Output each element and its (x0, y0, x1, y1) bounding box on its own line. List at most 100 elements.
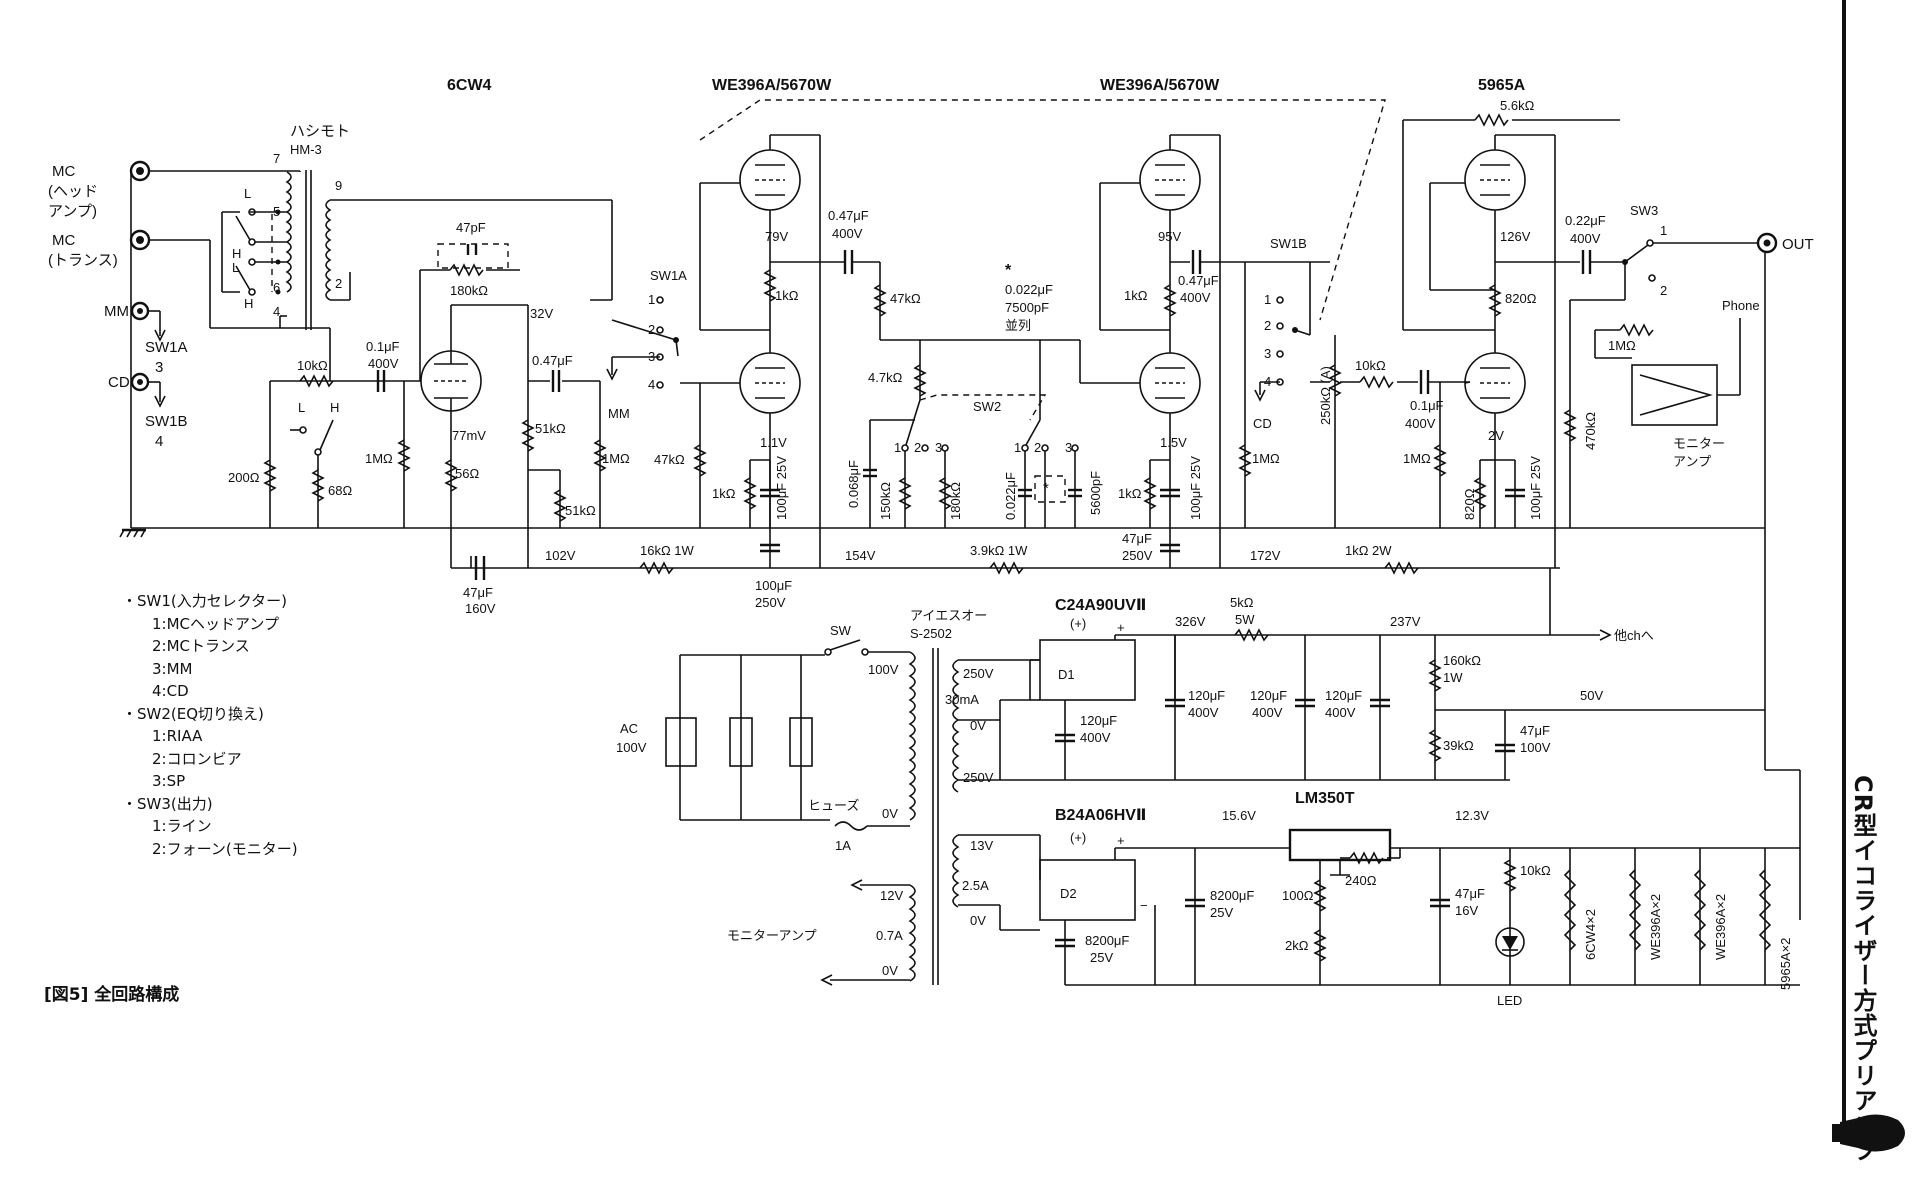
r51k-label: 51kΩ (535, 421, 566, 436)
svg-text:3: 3 (648, 349, 655, 364)
c100-25c-label: 100μF 25V (1528, 456, 1543, 520)
r180k-b-label: 180kΩ (948, 482, 963, 520)
monitor-amp-label-2: アンプ (1673, 454, 1711, 469)
mc-trans-label-1: MC (52, 232, 75, 249)
c5600-label: 5600pF (1088, 471, 1103, 515)
v2-cath-v: 1.1V (760, 435, 787, 450)
legend-sw3-item-2: 2:フォーン(モニター) (152, 839, 298, 858)
r180k-label: 180kΩ (450, 283, 488, 298)
c120d-label: 120μF (1325, 688, 1362, 703)
diode-d2 (1039, 859, 1136, 921)
legend-sw1-item-1: 1:MCヘッドアンプ (152, 614, 279, 633)
r10k-led-label: 10kΩ (1520, 863, 1551, 878)
tube-v2-label: WE396A/5670W (712, 77, 832, 94)
ac-label: AC (620, 721, 638, 736)
r47k-c-label: 4.7kΩ (868, 370, 903, 385)
lm350t-label: LM350T (1295, 790, 1355, 807)
monitor-amp-label-1: モニター (1673, 436, 1725, 451)
legend-sw1-title: ・SW1(入力セレクター) (122, 592, 288, 610)
d1-label: D1 (1058, 667, 1075, 682)
r100-label: 100Ω (1282, 888, 1314, 903)
c100-250-label: 100μF (755, 578, 792, 593)
monitor-amp-block (1631, 364, 1718, 426)
c47-160-label: 47μF (463, 585, 493, 600)
vr-250k-label: 250kΩ (A) (1318, 366, 1333, 425)
switch-legend: ・SW1(入力セレクター) 1:MCヘッドアンプ 2:MCトランス 3:MM 4… (122, 590, 298, 860)
legend-sw3-item-1: 1:ライン (152, 817, 212, 835)
legend-sw3-title: ・SW3(出力) (122, 794, 213, 813)
c47-100-v-label: 100V (1520, 740, 1551, 755)
svg-text:2: 2 (335, 276, 342, 291)
sw1b-label-in: SW1B (145, 413, 188, 430)
d2-plus2: + (1117, 833, 1125, 848)
r820b-label: 820Ω (1462, 488, 1477, 520)
tube-v3-label: WE396A/5670W (1100, 77, 1220, 94)
v3-plate-v: 95V (1158, 229, 1181, 244)
c8200a-v-label: 25V (1210, 905, 1233, 920)
ps-07a: 0.7A (876, 928, 903, 943)
r1m-b-label: 1MΩ (602, 451, 630, 466)
out-label: OUT (1782, 236, 1814, 253)
v1-cathode-v: 77mV (452, 428, 486, 443)
c120b-label: 120μF (1188, 688, 1225, 703)
svg-text:3: 3 (1264, 346, 1271, 361)
r1k-a-label: 1kΩ (775, 288, 799, 303)
c47-250-label: 47μF (1122, 531, 1152, 546)
svg-text:1: 1 (1264, 292, 1271, 307)
svg-text:*: * (1043, 480, 1049, 497)
svg-text:2: 2 (1264, 318, 1271, 333)
d2-plus: (+) (1070, 830, 1086, 845)
r51k-b-label: 51kΩ (565, 503, 596, 518)
d1-plus: (+) (1070, 616, 1086, 631)
transformer-maker: ハシモト (290, 123, 350, 140)
cd-out-label: CD (1253, 416, 1272, 431)
svg-text:2: 2 (648, 322, 655, 337)
r200-label: 200Ω (228, 470, 260, 485)
phone-label: Phone (1722, 298, 1760, 313)
d2-label: D2 (1060, 886, 1077, 901)
eq-note-star: * (1005, 262, 1012, 279)
svg-text:4: 4 (273, 304, 280, 319)
ps-30ma: 30mA (945, 692, 979, 707)
c01b-label: 0.1μF (1410, 398, 1444, 413)
c01-label: 0.1μF (366, 339, 400, 354)
d2-minus: − (1140, 898, 1148, 913)
v4-cath-v: 2V (1488, 428, 1504, 443)
c047c-label: 0.47μF (1178, 273, 1219, 288)
svg-text:2: 2 (914, 440, 921, 455)
sel-h1: H (232, 246, 241, 261)
c47-16-v-label: 16V (1455, 903, 1478, 918)
legend-sw2-item-1: 1:RIAA (152, 727, 203, 745)
tube-v1-label: 6CW4 (447, 77, 492, 94)
r150k-label: 150kΩ (878, 482, 893, 520)
svg-text:4: 4 (648, 377, 655, 392)
r47k-b-label: 47kΩ (890, 291, 921, 306)
c01b-v-label: 400V (1405, 416, 1436, 431)
legend-sw1-item-2: 2:MCトランス (152, 637, 250, 655)
mc-head-label-3: アンプ) (48, 203, 97, 220)
legend-sw1-item-4: 4:CD (152, 682, 189, 700)
c01-v-label: 400V (368, 356, 399, 371)
r1m-e-label: 1MΩ (1608, 338, 1636, 353)
svg-text:3: 3 (935, 440, 942, 455)
c047a-label: 0.47μF (532, 353, 573, 368)
c120c-label: 120μF (1250, 688, 1287, 703)
sel-h3: H (330, 400, 339, 415)
r1m-d-label: 1MΩ (1403, 451, 1431, 466)
c120d-v-label: 400V (1325, 705, 1356, 720)
c47pf-label: 47pF (456, 220, 486, 235)
r240-label: 240Ω (1345, 873, 1377, 888)
r820a-label: 820Ω (1505, 291, 1537, 306)
svg-text:6: 6 (273, 280, 280, 295)
c120c-v-label: 400V (1252, 705, 1283, 720)
v4-plate-v: 126V (1500, 229, 1531, 244)
c0022-label: 0.022μF (1003, 472, 1018, 520)
monitor-amp-supply: モニターアンプ (727, 928, 817, 943)
mc-head-label-1: MC (52, 163, 75, 180)
r1k2w-label: 1kΩ 2W (1345, 543, 1392, 558)
ground-symbol (119, 528, 146, 538)
mc-trans-label-2: (トランス) (48, 252, 118, 269)
r56k-label: 5.6kΩ (1500, 98, 1535, 113)
c120b-v-label: 400V (1188, 705, 1219, 720)
